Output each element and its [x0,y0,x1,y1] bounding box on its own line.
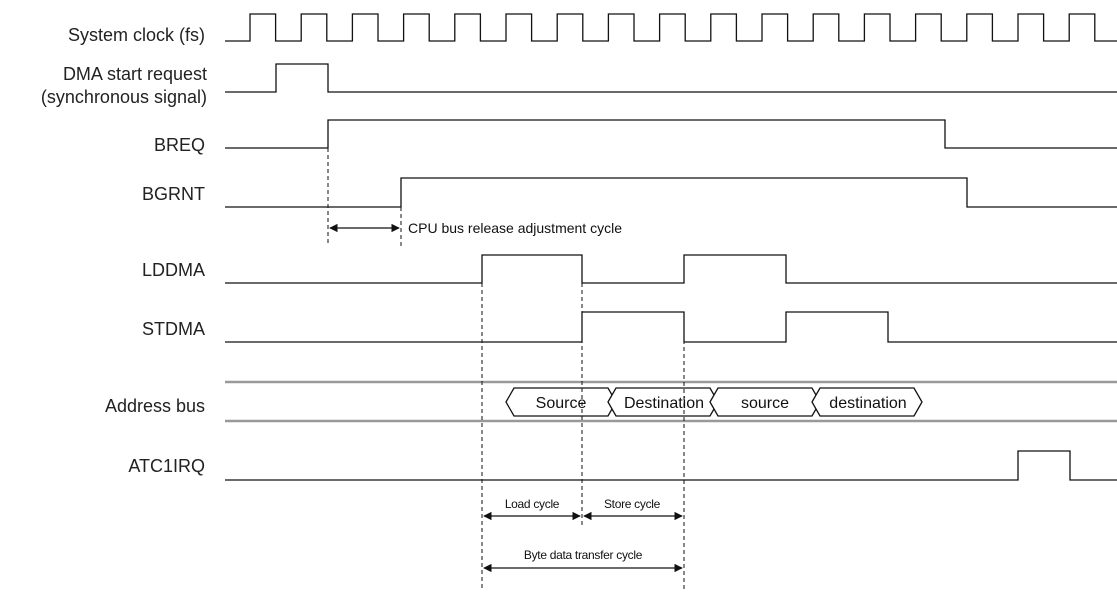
dma-start-waveform [225,63,1117,93]
label-bgrnt: BGRNT [142,184,205,204]
annotation-store-cycle: Store cycle [604,497,661,511]
label-dma-start-synchronous: (synchronous signal) [41,87,207,107]
label-stdma: STDMA [142,319,205,339]
bgrnt-waveform [225,177,1117,208]
label-dma-start-request: DMA start request [63,64,207,84]
bus-value-source: Source [536,395,587,412]
annotation-cpu-release: CPU bus release adjustment cycle [408,220,622,236]
bus-value-source-2: source [741,395,789,412]
label-atc1irq: ATC1IRQ [128,456,205,476]
bus-segment-destination-2 [811,387,923,417]
bus-value-destination: Destination [624,395,704,412]
label-lddma: LDDMA [142,260,205,280]
label-breq: BREQ [154,135,205,155]
label-address-bus: Address bus [105,396,205,416]
stdma-waveform [225,311,1117,343]
label-system-clock: System clock (fs) [68,25,205,45]
annotation-load-cycle: Load cycle [505,497,560,511]
bus-value-destination-2: destination [829,395,906,412]
atc1irq-waveform [225,450,1117,481]
clock-waveform [225,13,1117,42]
breq-waveform [225,119,1117,149]
lddma-waveform [225,254,1117,284]
annotation-byte-transfer: Byte data transfer cycle [524,548,643,562]
